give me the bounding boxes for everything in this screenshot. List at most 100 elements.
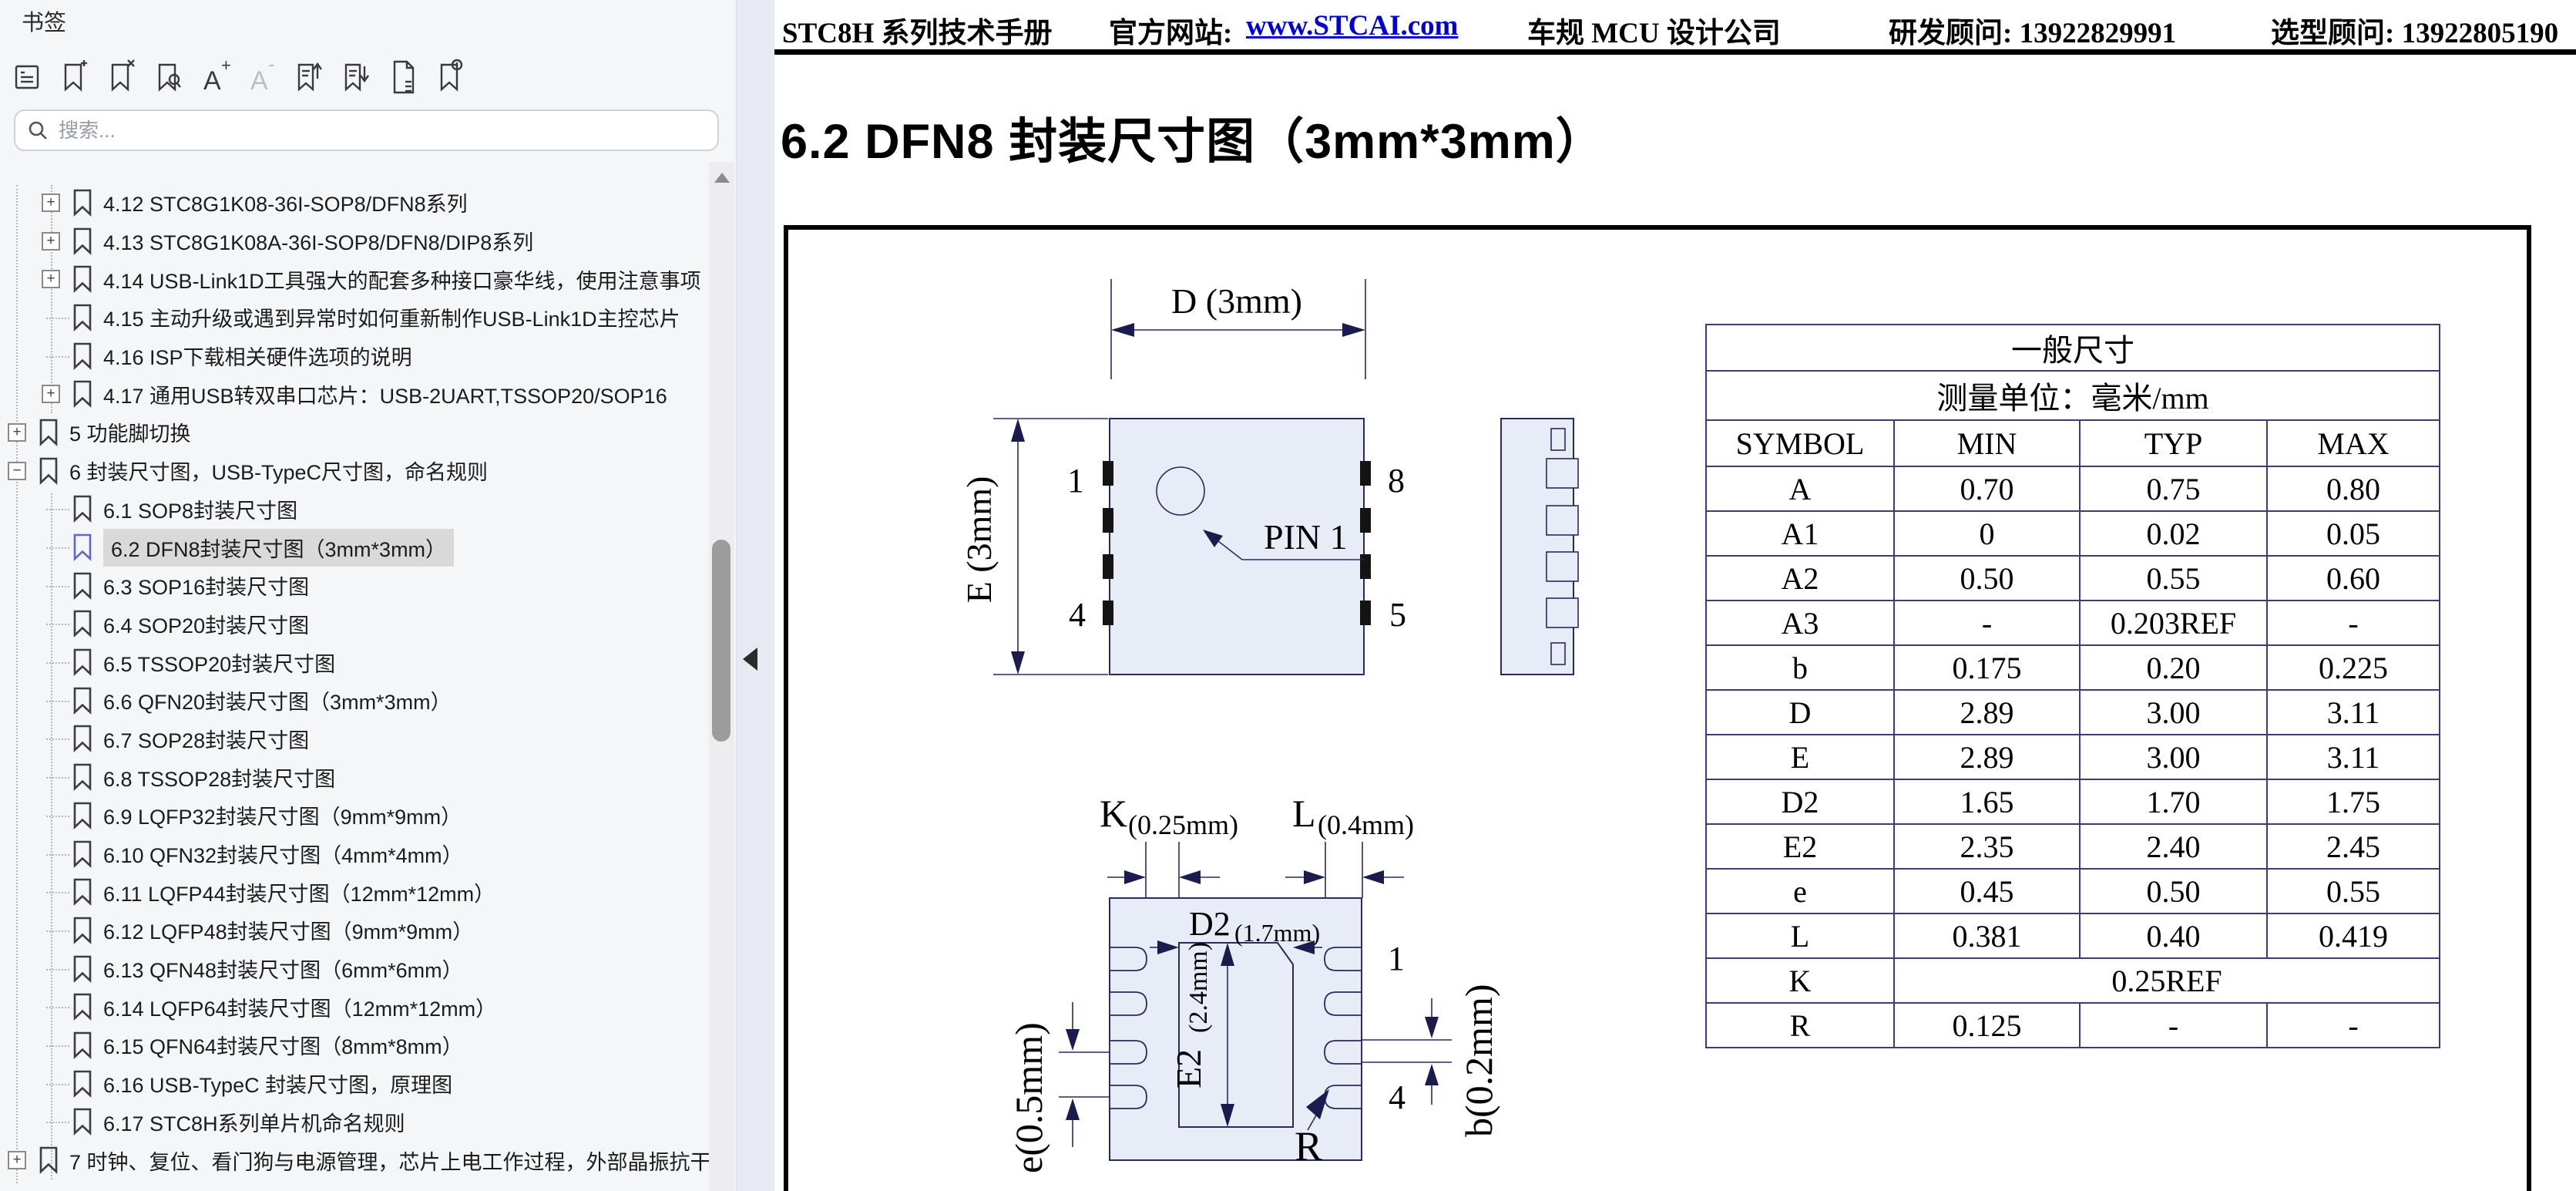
collapse-sidebar-icon[interactable] <box>743 648 757 671</box>
increase-font-icon[interactable]: A+ <box>200 59 231 96</box>
pin-number: 1 <box>1067 462 1084 500</box>
pin-number: 4 <box>1389 1078 1406 1116</box>
bookmark-icon <box>73 878 92 907</box>
bookmark-icon <box>73 496 92 523</box>
pin-number: 5 <box>1389 596 1406 634</box>
side-view-pads <box>1546 458 1579 628</box>
bookmark-item[interactable]: 6.9 LQFP32封装尺寸图（9mm*9mm） <box>0 796 709 835</box>
value-cell: 0.60 <box>2266 555 2440 601</box>
sidebar-scrollbar-thumb[interactable] <box>712 540 730 742</box>
expand-toggle[interactable]: + <box>42 270 60 289</box>
value-cell: 0.125 <box>1893 1002 2081 1048</box>
bookmark-item[interactable]: 6.15 QFN64封装尺寸图（8mm*8mm） <box>0 1026 709 1065</box>
bookmark-item-label: 4.15 主动升级或遇到异常时如何重新制作USB-Link1D主控芯片 <box>103 308 680 331</box>
bookmark-item[interactable]: 4.15 主动升级或遇到异常时如何重新制作USB-Link1D主控芯片 <box>0 298 709 337</box>
expand-toggle[interactable]: − <box>8 461 26 480</box>
bookmark-item[interactable]: 6.14 LQFP64封装尺寸图（12mm*12mm） <box>0 987 709 1026</box>
bookmark-item[interactable]: 6.2 DFN8封装尺寸图（3mm*3mm） <box>0 528 709 567</box>
bookmark-item-label: 6.10 QFN32封装尺寸图（4mm*4mm） <box>103 844 463 868</box>
page-bookmarks-icon[interactable] <box>388 59 419 96</box>
bookmark-item[interactable]: +5 功能脚切换 <box>0 413 709 452</box>
bookmark-item[interactable]: 6.13 QFN48封装尺寸图（6mm*6mm） <box>0 950 709 988</box>
value-cell: - <box>1893 600 2081 646</box>
delete-bookmark-icon[interactable] <box>106 59 137 96</box>
bookmark-icon <box>73 1070 92 1098</box>
tree-guide-line <box>51 185 52 413</box>
bookmark-item-label: 6.17 STC8H系列单片机命名规则 <box>103 1112 405 1135</box>
bookmark-item[interactable]: 6.5 TSSOP20封装尺寸图 <box>0 643 709 681</box>
add-bookmark-icon[interactable] <box>59 59 90 96</box>
bookmark-item[interactable]: 6.4 SOP20封装尺寸图 <box>0 605 709 644</box>
value-cell: 0.419 <box>2266 913 2440 959</box>
bookmark-item-label: 6.2 DFN8封装尺寸图（3mm*3mm） <box>103 528 455 567</box>
bookmark-icon <box>73 802 92 829</box>
bottom-view-pads <box>1109 947 1362 1109</box>
bookmark-item[interactable]: 6.10 QFN32封装尺寸图（4mm*4mm） <box>0 835 709 873</box>
bookmark-item-label: 4.16 ISP下载相关硬件选项的说明 <box>103 346 412 370</box>
expand-toggle[interactable]: + <box>42 193 60 212</box>
dim-e2-symbol: E2 <box>1169 1049 1208 1088</box>
bookmark-item[interactable]: 6.11 LQFP44封装尺寸图（12mm*12mm） <box>0 873 709 911</box>
header-site-link[interactable]: www.STCAI.com <box>1246 10 1459 42</box>
bookmark-item[interactable]: 6.7 SOP28封装尺寸图 <box>0 720 709 759</box>
bookmark-item[interactable]: 6.17 STC8H系列单片机命名规则 <box>0 1103 709 1142</box>
expand-toggle[interactable]: + <box>8 422 26 442</box>
bookmark-item[interactable]: +7 时钟、复位、看门狗与电源管理，芯片上电工作过程，外部晶振抗干扰 <box>0 1141 732 1179</box>
bookmark-item-label: 6.8 TSSOP28封装尺寸图 <box>103 767 336 791</box>
bookmark-item[interactable]: +4.17 通用USB转双串口芯片：USB-2UART,TSSOP20/SOP1… <box>0 375 709 413</box>
value-cell: 2.89 <box>1893 689 2081 735</box>
move-bookmark-down-icon[interactable] <box>341 59 372 96</box>
bookmark-item[interactable]: +4.14 USB-Link1D工具强大的配套多种接口豪华线，使用注意事项 <box>0 260 709 298</box>
bookmark-icon <box>73 380 92 409</box>
bookmark-icon <box>73 840 92 868</box>
bookmark-item[interactable]: 6.12 LQFP48封装尺寸图（9mm*9mm） <box>0 911 709 950</box>
package-dimension-diagram: D (3mm) PIN 1 1 4 8 5 <box>959 279 1579 1173</box>
search-bookmark-icon[interactable] <box>153 59 184 96</box>
bookmark-search-input[interactable] <box>57 117 677 143</box>
bookmark-item-label: 6.11 LQFP44封装尺寸图（12mm*12mm） <box>103 882 495 906</box>
expand-toggle[interactable]: + <box>42 385 60 404</box>
bookmark-item[interactable]: +4.12 STC8G1K08-36I-SOP8/DFN8系列 <box>0 183 709 222</box>
bookmarks-panel: 书签 A+ A- <box>0 0 736 1191</box>
pin-number: 8 <box>1388 462 1405 500</box>
dim-e-pitch-label: e(0.5mm) <box>1007 1022 1050 1173</box>
bookmark-item-label: 6.4 SOP20封装尺寸图 <box>103 614 310 638</box>
bookmark-item[interactable]: 6.16 USB-TypeC 封装尺寸图，原理图 <box>0 1065 709 1103</box>
bookmark-item[interactable]: 6.1 SOP8封装尺寸图 <box>0 490 709 529</box>
bookmark-outline-icon[interactable] <box>12 59 43 96</box>
bookmark-icon <box>73 189 92 217</box>
bookmark-icon <box>73 1109 92 1136</box>
tree-guide-line <box>51 493 52 1179</box>
bookmark-item[interactable]: 6.3 SOP16封装尺寸图 <box>0 567 709 605</box>
bookmark-icon <box>73 572 92 600</box>
bookmark-item[interactable]: +4.13 STC8G1K08A-36I-SOP8/DFN8/DIP8系列 <box>0 222 709 261</box>
expand-toggle[interactable]: + <box>42 231 60 251</box>
bookmark-item[interactable]: 6.6 QFN20封装尺寸图（3mm*3mm） <box>0 681 709 720</box>
value-cell: 0.02 <box>2079 510 2268 557</box>
document-page: STC8H 系列技术手册 官方网站: www.STCAI.com 车规 MCU … <box>774 0 2576 1191</box>
bookmark-item[interactable]: 6.8 TSSOP28封装尺寸图 <box>0 758 709 796</box>
value-cell: 3.11 <box>2266 689 2440 735</box>
bookmark-item-label: 6.12 LQFP48封装尺寸图（9mm*9mm） <box>103 920 474 944</box>
bookmark-icon <box>73 611 92 638</box>
value-cell: 3.11 <box>2266 734 2440 780</box>
header-rule <box>774 49 2576 55</box>
move-bookmark-up-icon[interactable] <box>294 59 325 96</box>
bookmark-item[interactable]: 4.16 ISP下载相关硬件选项的说明 <box>0 337 709 375</box>
scroll-up-arrow-icon[interactable] <box>714 173 730 183</box>
bookmark-item[interactable]: −6 封装尺寸图，USB-TypeC尺寸图，命名规则 <box>0 452 709 490</box>
locate-bookmark-icon[interactable] <box>435 59 466 96</box>
header-manual-title: STC8H 系列技术手册 <box>782 18 1053 49</box>
symbol-cell: E2 <box>1705 823 1895 870</box>
expand-toggle[interactable]: + <box>8 1151 26 1170</box>
sidebar-scrollbar[interactable] <box>709 162 734 1191</box>
symbol-cell: K <box>1705 957 1895 1004</box>
table-title: 一般尺寸 <box>1705 324 2440 372</box>
decrease-font-icon[interactable]: A- <box>247 59 278 96</box>
